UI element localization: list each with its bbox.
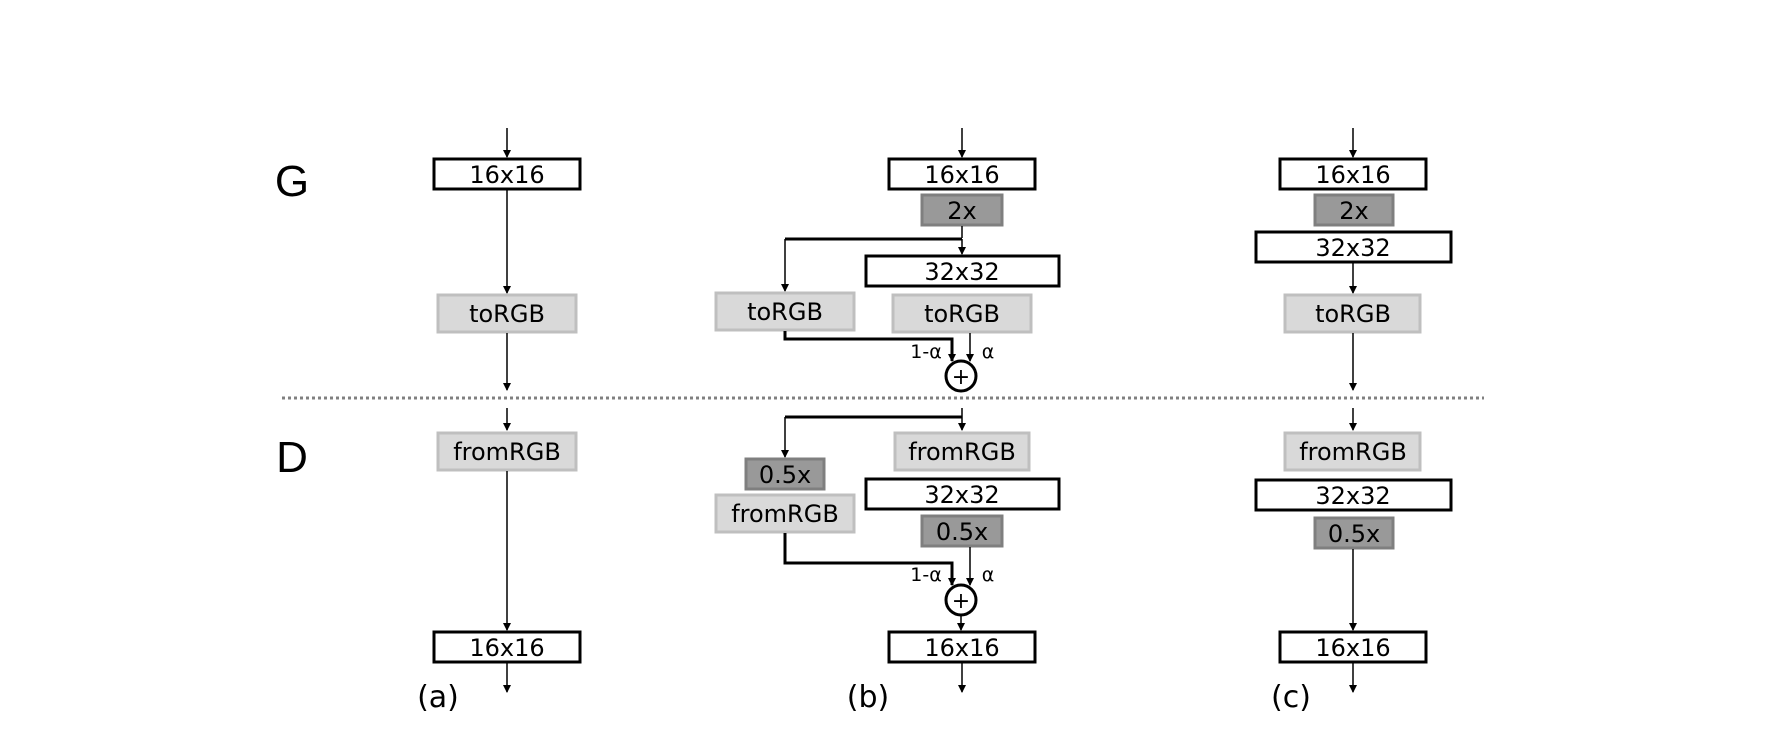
box-b-d-fromrgb-new: fromRGB <box>893 431 1031 472</box>
svg-text:fromRGB: fromRGB <box>731 500 839 528</box>
weight-b-g-new: α <box>982 341 995 363</box>
svg-text:toRGB: toRGB <box>1315 300 1391 328</box>
box-b-d-downsample-new: 0.5x <box>920 514 1004 548</box>
svg-text:fromRGB: fromRGB <box>453 438 561 466</box>
panel-b: 16x16 2x 32x32 toRGB toRGB 1-α α + <box>714 128 1061 715</box>
box-b-g-16x16: 16x16 <box>887 157 1037 191</box>
svg-text:32x32: 32x32 <box>924 258 999 286</box>
box-b-g-upsample: 2x <box>920 193 1004 227</box>
box-b-g-torgb-new: toRGB <box>891 293 1033 334</box>
line-b-g-old-path <box>783 331 956 362</box>
box-c-d-32x32: 32x32 <box>1254 478 1453 512</box>
line-b-d-old-path <box>783 533 956 586</box>
svg-text:16x16: 16x16 <box>1315 634 1390 662</box>
caption-a: (a) <box>417 680 459 715</box>
discriminator-label: D <box>276 433 308 482</box>
box-b-g-32x32: 32x32 <box>864 254 1061 288</box>
box-a-g-torgb: toRGB <box>436 293 578 334</box>
svg-text:32x32: 32x32 <box>1315 234 1390 262</box>
sum-b-d: + <box>944 583 978 617</box>
svg-text:32x32: 32x32 <box>1315 482 1390 510</box>
svg-text:+: + <box>952 589 970 614</box>
box-c-g-32x32: 32x32 <box>1254 230 1453 264</box>
box-b-g-torgb-old: toRGB <box>714 291 856 332</box>
svg-text:toRGB: toRGB <box>924 300 1000 328</box>
box-c-g-16x16: 16x16 <box>1278 157 1428 191</box>
box-c-d-fromrgb: fromRGB <box>1283 431 1422 472</box>
box-c-g-upsample: 2x <box>1313 193 1395 227</box>
svg-text:32x32: 32x32 <box>924 481 999 509</box>
svg-text:0.5x: 0.5x <box>759 461 811 489</box>
box-a-d-16x16: 16x16 <box>432 630 582 664</box>
weight-b-d-old: 1-α <box>910 564 941 586</box>
svg-text:16x16: 16x16 <box>469 161 544 189</box>
svg-text:2x: 2x <box>947 197 976 225</box>
svg-text:16x16: 16x16 <box>469 634 544 662</box>
weight-b-d-new: α <box>982 564 995 586</box>
box-a-g-16x16: 16x16 <box>432 157 582 191</box>
box-a-d-fromrgb: fromRGB <box>436 431 578 472</box>
box-c-d-16x16: 16x16 <box>1278 630 1428 664</box>
sum-b-g: + <box>944 359 978 393</box>
box-c-g-torgb: toRGB <box>1283 293 1422 334</box>
svg-text:0.5x: 0.5x <box>936 518 988 546</box>
svg-text:0.5x: 0.5x <box>1328 520 1380 548</box>
svg-text:16x16: 16x16 <box>924 634 999 662</box>
box-b-d-fromrgb-old: fromRGB <box>714 493 856 534</box>
weight-b-g-old: 1-α <box>910 341 941 363</box>
box-b-d-16x16: 16x16 <box>887 630 1037 664</box>
svg-text:2x: 2x <box>1339 197 1368 225</box>
box-c-d-downsample: 0.5x <box>1313 516 1395 550</box>
svg-text:16x16: 16x16 <box>1315 161 1390 189</box>
caption-b: (b) <box>847 680 889 715</box>
svg-text:toRGB: toRGB <box>469 300 545 328</box>
svg-text:toRGB: toRGB <box>747 298 823 326</box>
caption-c: (c) <box>1271 680 1311 715</box>
panel-c: 16x16 2x 32x32 toRGB fromRGB 32x32 0.5x <box>1254 128 1453 715</box>
svg-text:+: + <box>952 365 970 390</box>
svg-text:16x16: 16x16 <box>924 161 999 189</box>
panel-a: 16x16 toRGB fromRGB 16x16 (a) <box>417 128 582 715</box>
box-b-d-32x32: 32x32 <box>864 477 1061 511</box>
box-b-d-downsample-old: 0.5x <box>744 457 826 491</box>
generator-label: G <box>275 157 309 206</box>
svg-text:fromRGB: fromRGB <box>908 438 1016 466</box>
svg-text:fromRGB: fromRGB <box>1299 438 1407 466</box>
